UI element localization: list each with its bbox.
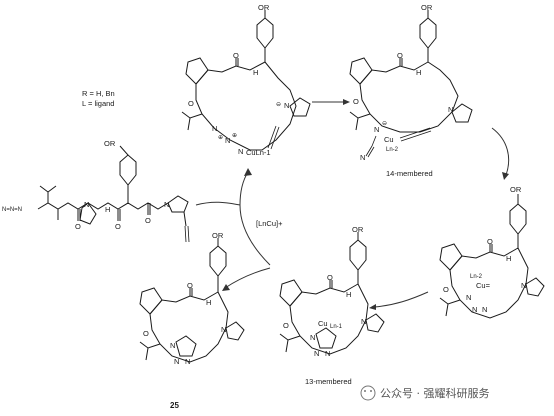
substrate-o1: O [75, 222, 81, 231]
substrate-n2: N [164, 200, 169, 209]
int3-cu: Cu= [476, 281, 491, 290]
catalyst-text: [LnCu]+ [256, 219, 283, 228]
watermark: 公众号 · 强耀科研服务 [360, 385, 490, 401]
catalyst-label: [LnCu]+ [256, 219, 283, 228]
int4-n3: N [325, 349, 330, 358]
int1-or: OR [258, 3, 270, 12]
int3-n4: N [521, 281, 526, 290]
substrate-or: OR [104, 139, 116, 148]
int3-n1: N [466, 293, 471, 302]
p25-o2: O [143, 329, 149, 338]
cycle-arc-arrowhead [244, 168, 252, 176]
intermediate-4: OR O H O N N N Cu Ln-1 N 13-membered [279, 225, 385, 386]
intermediate-2: OR O H O N ⊖ N Cu Ln-2 N 14-membered [349, 3, 473, 178]
substrate-arrow [195, 201, 241, 206]
wechat-icon [360, 385, 376, 401]
p25-n2: N [174, 357, 179, 366]
int4-ln1: Ln-1 [330, 324, 343, 330]
p25-n1: N [170, 341, 175, 350]
p25-or: OR [212, 231, 224, 240]
int2-o1: O [397, 51, 403, 60]
int3-o1: O [487, 237, 493, 246]
int2-n1: N [374, 125, 379, 134]
ring13-label: 13-membered [305, 377, 352, 386]
int3-o2: O [443, 285, 449, 294]
int1-n2: N [225, 136, 230, 145]
product-25: OR O H O N N N N 25 [139, 231, 245, 410]
product-arrowhead [222, 284, 230, 291]
watermark-text: 公众号 · 强耀科研服务 [380, 386, 490, 400]
int4-o2: O [283, 321, 289, 330]
int2-minus: ⊖ [382, 121, 387, 127]
p25-n4: N [221, 325, 226, 334]
int1-n3: N [238, 147, 243, 156]
int4-o1: O [327, 273, 333, 282]
int3-or: OR [510, 185, 522, 194]
product-arrow [224, 267, 271, 289]
top-arrowhead [343, 99, 350, 105]
substrate-o2: O [115, 222, 121, 231]
int3-nh: H [506, 254, 511, 263]
bottom-arrow [374, 291, 429, 308]
int4-cu: Cu [318, 319, 328, 328]
int1-n1: N [212, 124, 217, 133]
substrate-n1: N [84, 200, 89, 209]
linear-substrate: N=N=N O O O N H OR N [2, 139, 190, 243]
int1-plus2: ⊕ [232, 133, 237, 139]
int4-n2: N [314, 349, 319, 358]
int3-n3: N [482, 305, 487, 314]
int4-nh: H [346, 290, 351, 299]
int1-plus1: ⊕ [218, 135, 223, 141]
int1-minus: ⊖ [276, 102, 281, 108]
int4-or: OR [352, 225, 364, 234]
right-arrow [491, 127, 510, 176]
int2-n3: N [360, 153, 365, 162]
int2-n2: N [448, 105, 453, 114]
cycle-arrows [195, 99, 510, 310]
int1-o1: O [233, 51, 239, 60]
int2-or: OR [421, 3, 433, 12]
legend-r: R = H, Bn [82, 89, 115, 98]
int3-n2: N [472, 305, 477, 314]
p25-n3: N [185, 357, 190, 366]
int3-ln2: Ln-2 [470, 274, 483, 280]
p25-o1: O [187, 281, 193, 290]
int2-o2: O [353, 97, 359, 106]
p25-nh: H [206, 298, 211, 307]
bottom-arrowhead [369, 304, 376, 310]
substrate-nh: H [105, 205, 110, 214]
int1-nh: H [253, 68, 258, 77]
int2-cu: Cu [384, 135, 394, 144]
int4-n1: N [310, 333, 315, 342]
ring14-label: 14-membered [386, 169, 433, 178]
int1-cu: CuLn-1 [246, 148, 271, 157]
int4-n4: N [361, 317, 366, 326]
intermediate-1: OR O H O N ⊕ N ⊕ N CuLn-1 N ⊖ [181, 3, 311, 157]
legend-l: L = ligand [82, 99, 114, 108]
right-arrowhead [502, 172, 509, 180]
compound-label: 25 [170, 401, 179, 410]
int1-n4: N [284, 101, 289, 110]
int1-o2: O [188, 99, 194, 108]
azide-n3: N=N=N [2, 207, 22, 213]
intermediate-3: OR O H O Ln-2 Cu= N N N N [439, 185, 545, 319]
cycle-arc [239, 171, 271, 266]
int2-ln2: Ln-2 [386, 147, 399, 153]
substrate-o3: O [145, 216, 151, 225]
int2-nh: H [416, 68, 421, 77]
